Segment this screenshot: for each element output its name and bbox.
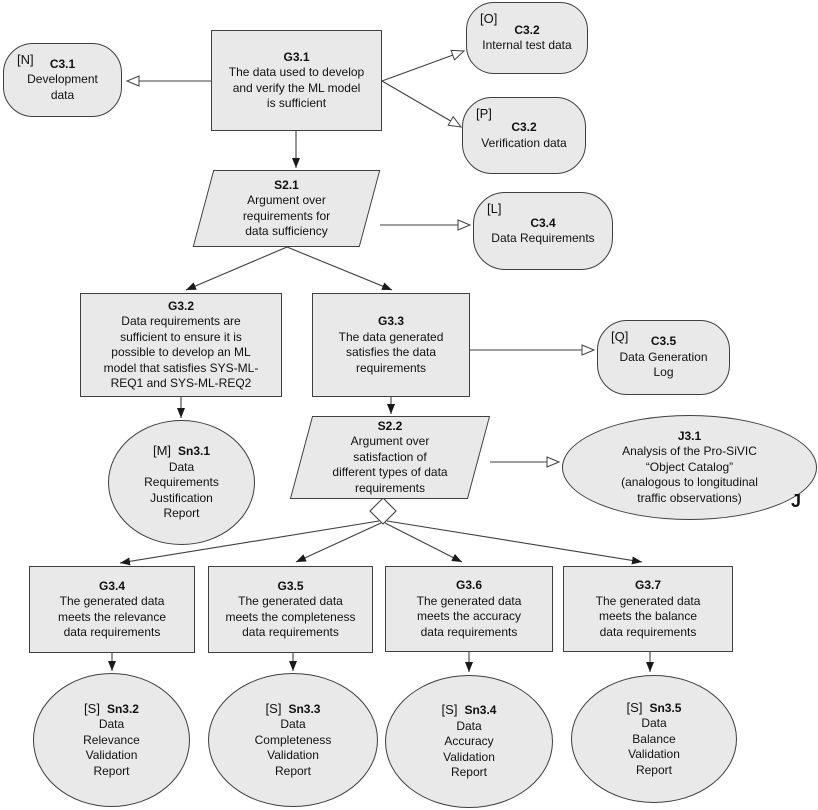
node-id: Sn3.2	[106, 701, 139, 716]
node-id: G3.7	[634, 578, 661, 592]
link-g3.1-incontext-c3.2-p	[381, 80, 463, 128]
solution-tag: [S]	[84, 700, 100, 716]
node-text: The generated data meets the relevance d…	[57, 594, 167, 639]
solution-node-sn3.3: [S] Sn3.3 Data Completeness Validation R…	[208, 673, 378, 807]
link-g3.1-incontext-c3.2-o	[381, 49, 466, 82]
goal-node-g3.2: G3.2 Data requirements are sufficient to…	[80, 293, 282, 397]
node-id: G3.3	[377, 314, 404, 328]
solution-node-sn3.5: [S] Sn3.5 Data Balance Validation Report	[571, 675, 737, 803]
goal-node-g3.3: G3.3 The data generated satisfies the da…	[312, 293, 470, 397]
node-text: Verification data	[481, 135, 567, 150]
solution-tag: [S]	[265, 700, 282, 716]
node-id: G3.1	[283, 49, 310, 64]
goal-node-g3.1: G3.1 The data used to develop and verify…	[211, 30, 382, 131]
node-text: Data Balance Validation Report	[628, 716, 680, 777]
context-tag: [O]	[480, 11, 498, 26]
context-tag: [Q]	[611, 329, 629, 344]
node-id: G3.6	[455, 578, 482, 592]
node-id: Sn3.1	[178, 444, 211, 459]
context-tag: [P]	[476, 106, 492, 121]
choice-diamond-icon	[369, 497, 397, 525]
context-tag: [N]	[17, 52, 34, 67]
node-id: G3.2	[167, 298, 194, 313]
node-id: C3.1	[49, 56, 76, 71]
link-choice-g3.7	[386, 520, 643, 565]
link-choice-g3.6	[384, 522, 463, 563]
context-node-c3.5: [Q] C3.5 Data Generation Log	[597, 320, 730, 395]
context-tag: [L]	[487, 201, 502, 216]
node-id: C3.2	[511, 120, 537, 134]
node-id: C3.5	[650, 334, 677, 349]
solution-node-sn3.4: [S] Sn3.4 Data Accuracy Validation Repor…	[385, 675, 553, 808]
node-id: Sn3.4	[464, 703, 497, 718]
link-s2.1-supportedby-g3.3	[286, 246, 393, 291]
justification-node-j3.1: J3.1 Analysis of the Pro-SiVIC “Object C…	[562, 415, 817, 520]
solution-tag: [S]	[441, 702, 458, 718]
node-text: The generated data meets the completenes…	[225, 594, 356, 639]
node-id: Sn3.3	[288, 701, 321, 716]
node-id: Sn3.5	[649, 700, 682, 715]
node-id: J3.1	[677, 428, 702, 443]
strategy-node-s2.2: S2.2 Argument over satisfaction of diffe…	[301, 416, 479, 499]
node-text: The generated data meets the accuracy da…	[416, 593, 522, 639]
strategy-node-s2.1: S2.1 Argument over requirements for data…	[203, 170, 370, 247]
node-text: Data Requirements	[491, 231, 595, 245]
node-text: Data Completeness Validation Report	[254, 717, 332, 778]
context-node-c3.2-internal: [O] C3.2 Internal test data	[466, 2, 588, 74]
link-choice-g3.5	[295, 522, 382, 563]
node-id: S2.1	[274, 177, 299, 192]
node-text: The generated data meets the balance dat…	[595, 593, 701, 639]
goal-node-g3.7: G3.7 The generated data meets the balanc…	[563, 566, 733, 652]
solution-tag: [S]	[626, 699, 643, 715]
node-text: Internal test data	[482, 38, 572, 52]
solution-node-sn3.2: [S] Sn3.2 Data Relevance Validation Repo…	[33, 673, 190, 807]
node-text: Data Generation Log	[619, 349, 708, 380]
node-text: Data Requirements Justification Report	[144, 459, 219, 521]
solution-tag: [M]	[152, 443, 172, 459]
solution-node-sn3.1: [M] Sn3.1 Data Requirements Justificatio…	[108, 420, 255, 545]
node-text: Argument over requirements for data suff…	[242, 193, 331, 238]
node-text: The data used to develop and verify the …	[228, 65, 365, 110]
justification-letter: J	[791, 491, 802, 511]
node-id: G3.4	[98, 578, 125, 593]
goal-node-g3.6: G3.6 The generated data meets the accura…	[385, 566, 553, 652]
node-text: Analysis of the Pro-SiVIC “Object Catalo…	[621, 444, 758, 505]
goal-node-g3.4: G3.4 The generated data meets the releva…	[29, 566, 195, 653]
node-text: Data Accuracy Validation Report	[443, 718, 495, 780]
node-text: Development data	[27, 72, 98, 102]
node-id: G3.5	[277, 578, 304, 593]
node-text: The data generated satisfies the data re…	[338, 329, 444, 375]
context-node-c3.2-verification: [P] C3.2 Verification data	[462, 97, 586, 174]
link-choice-g3.4	[119, 520, 380, 566]
node-text: Data Relevance Validation Report	[83, 717, 140, 778]
node-id: C3.2	[514, 22, 540, 37]
context-node-c3.1: [N] C3.1 Development data	[3, 43, 122, 117]
node-id: S2.2	[377, 418, 403, 433]
node-id: C3.4	[530, 215, 556, 230]
node-text: Argument over satisfaction of different …	[332, 434, 448, 495]
goal-node-g3.5: G3.5 The generated data meets the comple…	[208, 566, 373, 653]
context-node-c3.4: [L] C3.4 Data Requirements	[473, 192, 613, 270]
link-s2.1-supportedby-g3.2	[185, 246, 288, 291]
node-text: Data requirements are sufficient to ensu…	[103, 314, 259, 390]
